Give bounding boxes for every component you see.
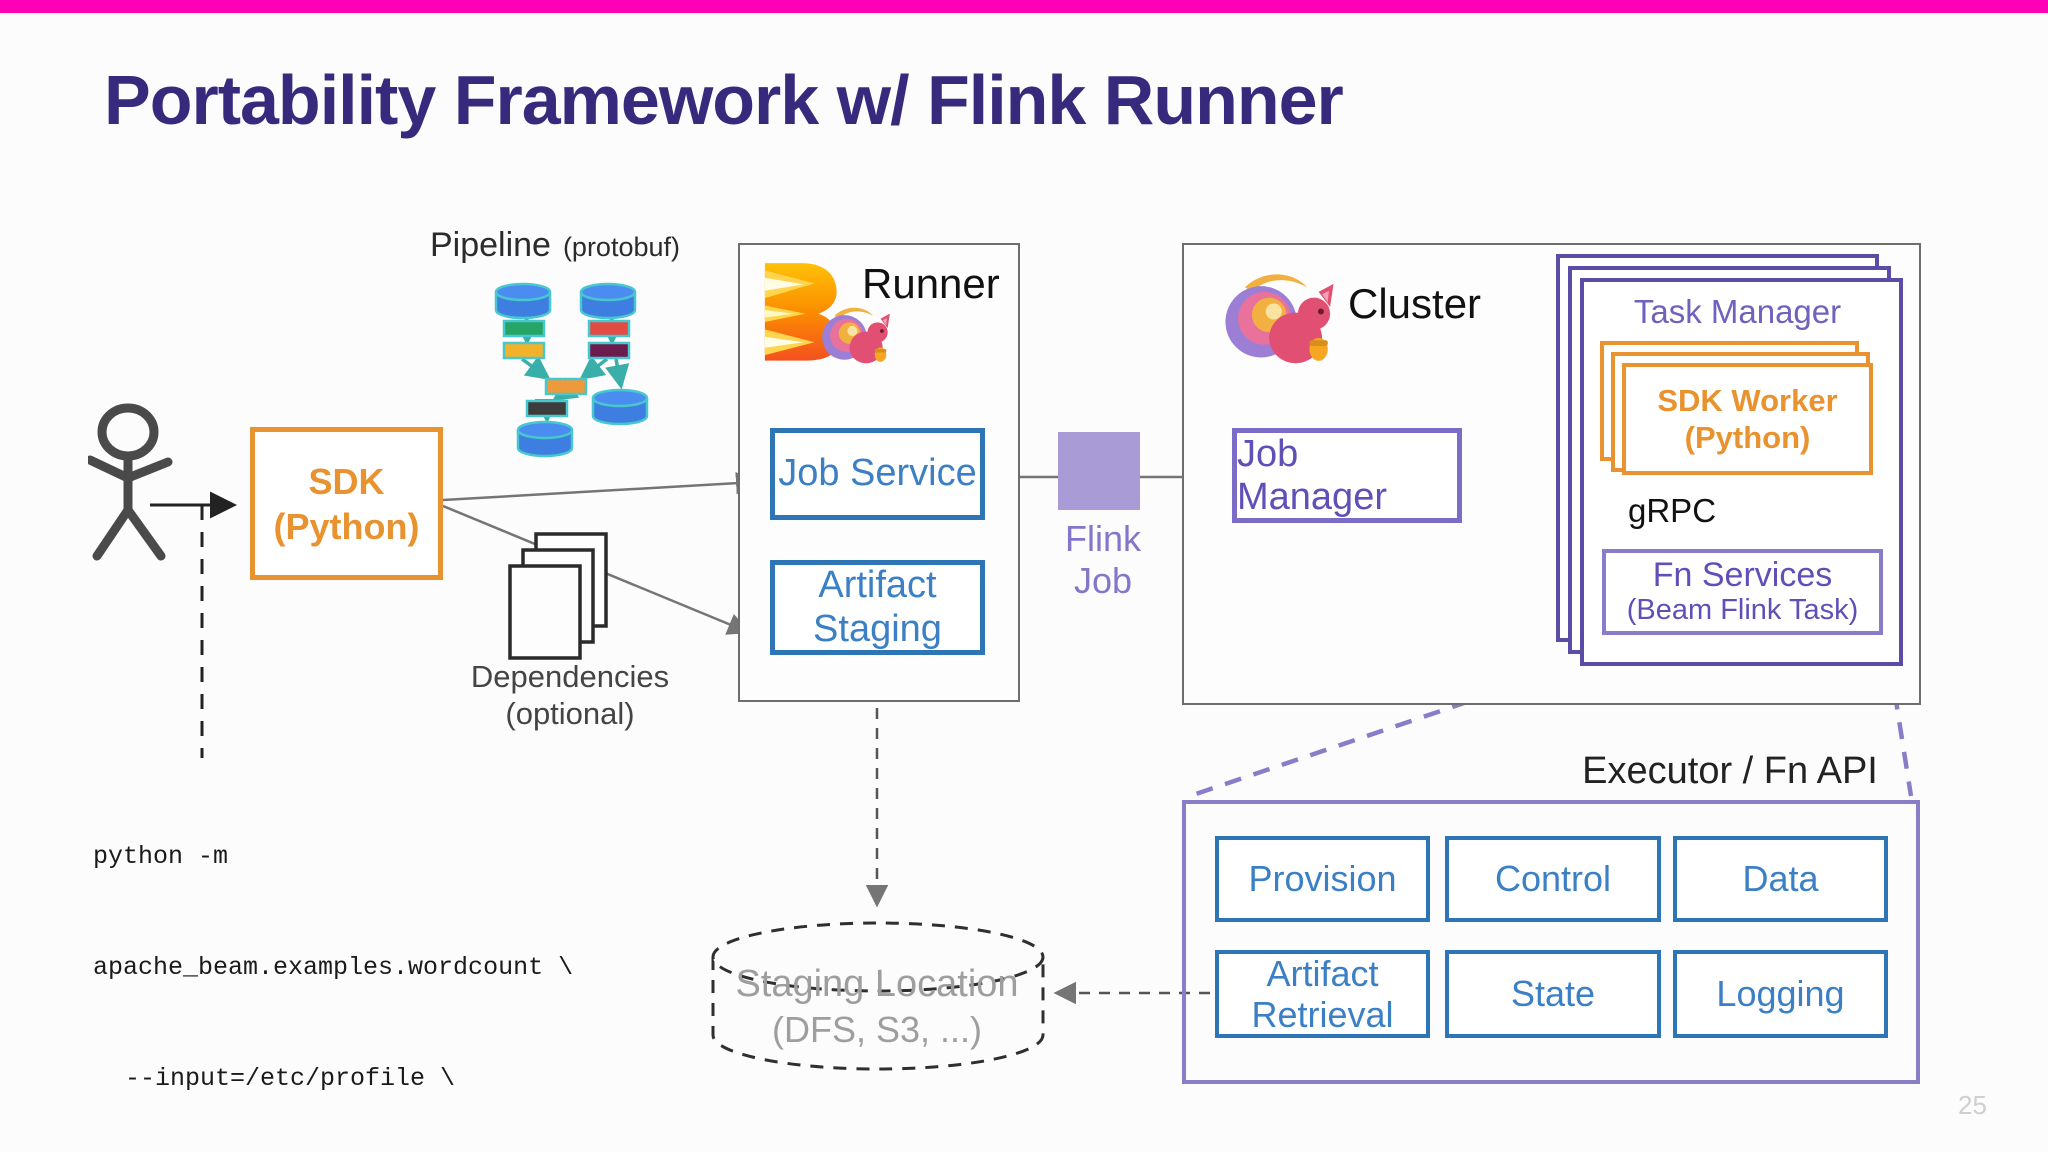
code-line: apache_beam.examples.wordcount \ [93, 953, 574, 982]
beam-logo [764, 263, 838, 361]
flink-squirrel-icon [1222, 262, 1337, 377]
user-stick-figure-icon [88, 403, 173, 561]
fn-services-box: Fn Services (Beam Flink Task) [1602, 549, 1883, 635]
database-cylinder-icon [579, 282, 637, 320]
arrow-sdk-to-job-service [442, 471, 759, 502]
logging-label: Logging [1716, 973, 1845, 1015]
pipeline-title: Pipeline [429, 226, 551, 264]
page-number: 25 [1958, 1090, 1987, 1120]
staging-line1: Staging Location [735, 963, 1019, 1005]
control-label: Control [1494, 858, 1612, 900]
sdk-label-line2: (Python) [273, 505, 420, 547]
task-manager-title: Task Manager [1633, 293, 1842, 330]
sdk-worker-line1: SDK Worker [1657, 382, 1838, 418]
transform-node-maroon [587, 341, 631, 360]
grpc-label: gRPC [1628, 492, 1717, 529]
staging-line2: (DFS, S3, ...) [771, 1008, 983, 1050]
database-cylinder-icon [516, 420, 574, 458]
job-manager-label: Job Manager [1237, 432, 1387, 518]
job-manager-box: Job Manager [1232, 428, 1462, 523]
runner-title: Runner [862, 260, 1000, 307]
provision-label: Provision [1248, 858, 1397, 900]
staging-location-cylinder [711, 921, 1045, 1071]
state-box: State [1445, 950, 1661, 1038]
control-box: Control [1445, 836, 1661, 922]
code-line: python -m [93, 842, 229, 871]
page-title: Portability Framework w/ Flink Runner [104, 61, 1344, 139]
code-line: --input=/etc/profile \ [125, 1064, 456, 1093]
data-label: Data [1742, 858, 1819, 900]
transform-node-orange [544, 377, 588, 396]
document-stack-icon [508, 532, 608, 660]
accent-top-bar [0, 0, 2048, 13]
database-cylinder-icon [494, 282, 552, 320]
sdk-python-box: SDK (Python) [250, 427, 443, 580]
job-service-label: Job Service [778, 452, 977, 495]
sdk-worker-box: SDK Worker (Python) [1622, 363, 1873, 475]
transform-node-yellow [502, 341, 546, 360]
dashed-zoom-line-right [1887, 662, 1914, 797]
pipeline-label: Pipeline (protobuf) [420, 226, 690, 265]
executor-title: Executor / Fn API [1582, 750, 1878, 792]
dependencies-label: Dependencies (optional) [460, 658, 680, 732]
flink-job-square [1058, 432, 1140, 510]
transform-node-black [525, 399, 569, 418]
flink-job-label: Flink Job [1064, 518, 1141, 601]
dependencies-line1: Dependencies [470, 659, 670, 694]
database-cylinder-icon [591, 388, 649, 426]
pipeline-dag-graphic [494, 282, 649, 458]
pipeline-subtitle: (protobuf) [562, 232, 680, 262]
sdk-worker-line2: (Python) [1684, 420, 1811, 455]
provision-box: Provision [1215, 836, 1430, 922]
fn-services-line1: Fn Services [1652, 556, 1833, 595]
staging-location-label: Staging Location (DFS, S3, ...) [712, 962, 1042, 1051]
data-box: Data [1673, 836, 1888, 922]
logging-box: Logging [1673, 950, 1888, 1038]
sdk-label-line1: SDK [308, 460, 385, 502]
fn-services-line2: (Beam Flink Task) [1626, 593, 1859, 626]
flink-squirrel-icon [820, 300, 892, 372]
cluster-title: Cluster [1348, 280, 1482, 327]
dependencies-line2: (optional) [505, 696, 635, 732]
transform-node-green [502, 319, 546, 338]
command-line-snippet: python -m apache_beam.examples.wordcount… [93, 764, 650, 1152]
executor-fn-api-panel [1182, 800, 1920, 1084]
job-service-box: Job Service [770, 428, 985, 520]
state-label: State [1510, 973, 1596, 1015]
transform-node-red [587, 319, 631, 338]
